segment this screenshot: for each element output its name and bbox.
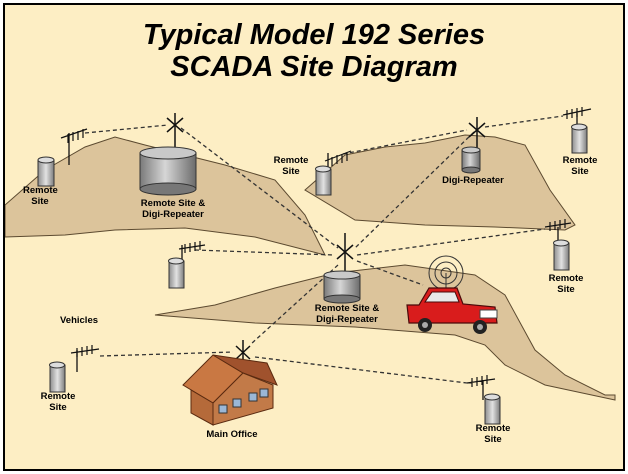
diagram-title-line2: SCADA Site Diagram — [170, 51, 458, 83]
remote-site-label-1: Remote Site — [23, 185, 58, 207]
radio-links — [84, 115, 564, 384]
radio-unit-2 — [315, 150, 352, 196]
link-ant6-office — [99, 351, 234, 357]
diagram-title-line1: Typical Model 192 Series — [142, 19, 486, 51]
link-ant1-tower1 — [84, 124, 169, 134]
remote-site-label-3: Remote Site — [562, 155, 598, 177]
tank-center — [323, 270, 361, 304]
link-center-ant5 — [356, 228, 546, 256]
link-ant2-tower2 — [342, 129, 468, 155]
remote-site-label-7: Remote Site — [475, 423, 511, 445]
pickup-truck-icon — [406, 287, 498, 334]
tank-left — [139, 146, 197, 196]
link-tower1-center — [180, 127, 339, 249]
link-office-ant7 — [254, 356, 468, 384]
remote-site-label-2: Remote Site — [273, 155, 309, 177]
vehicles-label: Vehicles — [59, 315, 99, 326]
radio-unit-5 — [544, 219, 572, 271]
radio-unit-4 — [168, 241, 206, 289]
repeater-tower-1 — [166, 113, 184, 150]
digi-repeater-label: Digi-Repeater — [442, 175, 504, 186]
radio-unit-1 — [37, 128, 88, 187]
repeater-tower-center — [336, 233, 354, 277]
remote-site-label-6: Remote Site — [40, 391, 76, 413]
main-office-house-icon — [182, 354, 278, 426]
main-office-label: Main Office — [206, 429, 258, 440]
diagram-frame: Typical Model 192 Series SCADA Site Diag… — [3, 3, 625, 471]
link-tower2-ant3 — [484, 115, 564, 128]
link-center-truck — [356, 260, 424, 286]
radio-unit-6 — [49, 345, 100, 393]
link-center-office — [250, 264, 339, 345]
radio-unit-3 — [562, 107, 592, 154]
link-ant4-center — [194, 249, 335, 256]
remote-site-digi-label-center: Remote Site & Digi-Repeater — [314, 303, 380, 325]
hill-right — [304, 134, 576, 231]
radio-unit-7 — [466, 375, 501, 425]
tank-right — [461, 146, 481, 174]
scada-site-diagram — [5, 107, 616, 426]
remote-site-label-5: Remote Site — [548, 273, 584, 295]
hill-left — [5, 136, 326, 256]
remote-site-digi-label-left: Remote Site & Digi-Repeater — [140, 198, 206, 220]
